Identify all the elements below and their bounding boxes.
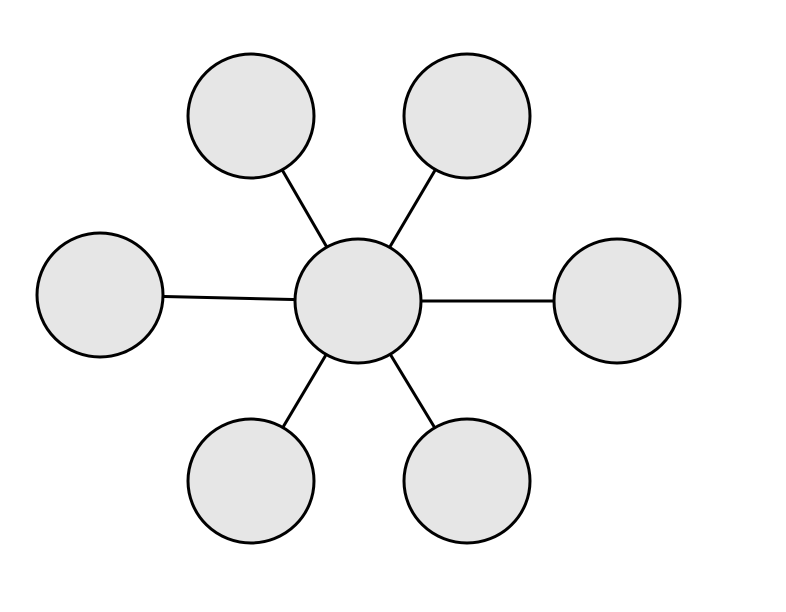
node-bottom-left xyxy=(186,417,316,545)
node-center xyxy=(293,237,423,365)
node-top-left xyxy=(186,52,316,180)
node-right xyxy=(552,237,682,365)
diagram-nodes xyxy=(35,52,682,545)
node-bottom-right xyxy=(402,417,532,545)
node-left xyxy=(35,231,165,359)
node-top-right xyxy=(402,52,532,180)
